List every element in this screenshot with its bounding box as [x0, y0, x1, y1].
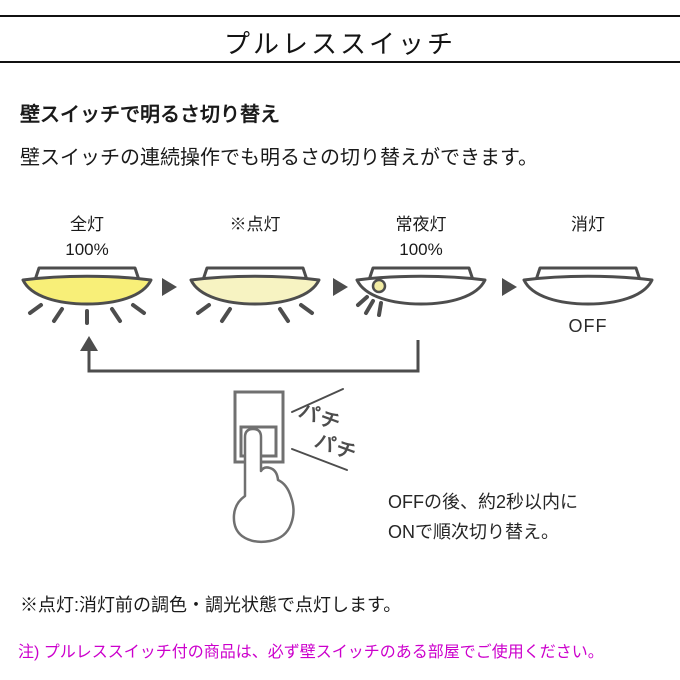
ceiling-light-night-icon [355, 266, 487, 317]
header-rule-top [0, 15, 680, 17]
pressing-hand-icon [232, 427, 295, 544]
ceiling-light-dim-icon [189, 266, 321, 323]
wall-switch-illustration [232, 388, 348, 544]
page-title: プルレススイッチ [223, 29, 456, 59]
header-rule-bottom [0, 61, 680, 63]
night-light-dot [371, 278, 387, 294]
step-label: 常夜灯 [395, 215, 447, 234]
step-label: 消灯 [571, 215, 605, 234]
note-line: ONで順次切り替え。 [388, 522, 559, 542]
step-sublabel: 100% [65, 240, 109, 259]
step-night-light: 常夜灯 100% [351, 212, 491, 317]
step-lit: ※点灯 [185, 212, 325, 323]
section-heading: 壁スイッチで明るさ切り替え [20, 104, 280, 126]
arrow-right-icon [162, 278, 177, 296]
arrow-right-icon [502, 278, 517, 296]
step-sublabel: 100% [399, 240, 443, 259]
off-caption: OFF [568, 316, 608, 336]
warning-note: 注) プルレススイッチ付の商品は、必ず壁スイッチのある部屋でご使用ください。 [18, 644, 604, 661]
step-sublabel [185, 237, 325, 262]
arrow-right-icon [333, 278, 348, 296]
intro-text: 壁スイッチの連続操作でも明るさの切り替えができます。 [20, 147, 538, 169]
sound-accent-lines [291, 388, 348, 471]
step-sublabel [518, 237, 658, 262]
step-label: 全灯 [70, 215, 104, 234]
step-off: 消灯 OFF [518, 212, 658, 336]
step-full-brightness: 全灯 100% [17, 212, 157, 325]
switch-timing-note: OFFの後、約2秒以内に ONで順次切り替え。 [388, 487, 578, 547]
dim-footnote: ※点灯:消灯前の調色・調光状態で点灯します。 [20, 595, 402, 615]
cycle-back-arrow [80, 336, 420, 373]
step-label: ※点灯 [229, 215, 281, 234]
ceiling-light-off-icon [522, 266, 654, 306]
ceiling-light-full-icon [21, 266, 153, 325]
note-line: OFFの後、約2秒以内に [388, 492, 579, 512]
